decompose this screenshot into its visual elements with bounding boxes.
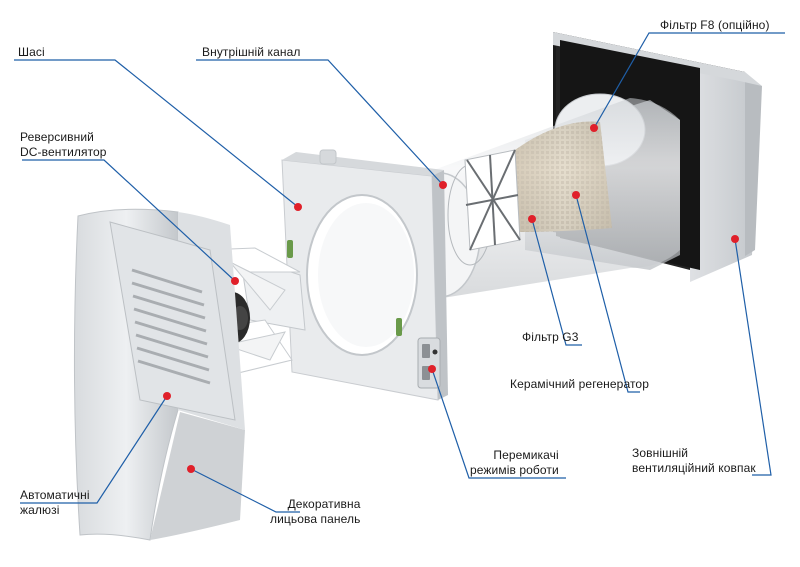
label-filter-g3: Фільтр G3	[522, 330, 579, 344]
mode-switches	[417, 337, 441, 389]
leader-panel	[190, 468, 300, 513]
label-fan-line2: DC-вентилятор	[20, 145, 107, 159]
leader-filter-g3	[531, 218, 582, 346]
leader-filter-f8	[593, 32, 785, 129]
automatic-shutters	[109, 221, 236, 421]
label-regenerator: Керамічний регенератор	[510, 377, 649, 391]
label-switches: Перемикачі режимів роботи	[470, 448, 559, 478]
label-switches-line1: Перемикачі	[493, 448, 559, 462]
marker-regenerator	[572, 191, 580, 199]
leader-inner-channel	[196, 59, 444, 186]
leader-fan	[22, 159, 236, 282]
label-shutters-line1: Автоматичні	[20, 488, 90, 502]
label-shutters-line2: жалюзі	[20, 503, 60, 517]
marker-filter-f8	[590, 124, 598, 132]
marker-fan	[231, 277, 239, 285]
label-panel-line1: Декоративна	[287, 497, 361, 511]
label-fan: Реверсивний DC-вентилятор	[20, 130, 107, 160]
label-fan-line1: Реверсивний	[20, 130, 94, 144]
chassis	[281, 149, 448, 401]
marker-switches	[428, 365, 436, 373]
marker-shutters	[163, 392, 171, 400]
markers	[163, 124, 739, 473]
leader-lines	[14, 32, 785, 513]
label-hood-line1: Зовнішній	[632, 446, 689, 460]
leader-regenerator	[575, 194, 640, 393]
label-hood-line2: вентиляційний ковпак	[632, 461, 756, 475]
label-panel: Декоративна лицьова панель	[270, 497, 360, 527]
label-shutters: Автоматичні жалюзі	[20, 488, 90, 518]
leader-shutters	[20, 395, 168, 504]
marker-filter-g3	[528, 215, 536, 223]
label-chassis: Шасі	[18, 45, 45, 59]
label-switches-line2: режимів роботи	[470, 463, 559, 477]
leader-hood	[734, 238, 772, 476]
label-panel-line2: лицьова панель	[270, 512, 361, 526]
label-hood: Зовнішній вентиляційний ковпак	[632, 446, 756, 476]
marker-panel	[187, 465, 195, 473]
leader-chassis	[14, 59, 299, 208]
marker-hood	[731, 235, 739, 243]
label-filter-f8: Фільтр F8 (опційно)	[660, 18, 770, 32]
filter-g3	[464, 149, 521, 251]
leader-switches	[431, 368, 566, 479]
marker-chassis	[294, 203, 302, 211]
marker-inner-channel	[439, 181, 447, 189]
label-inner-channel: Внутрішній канал	[202, 45, 301, 59]
